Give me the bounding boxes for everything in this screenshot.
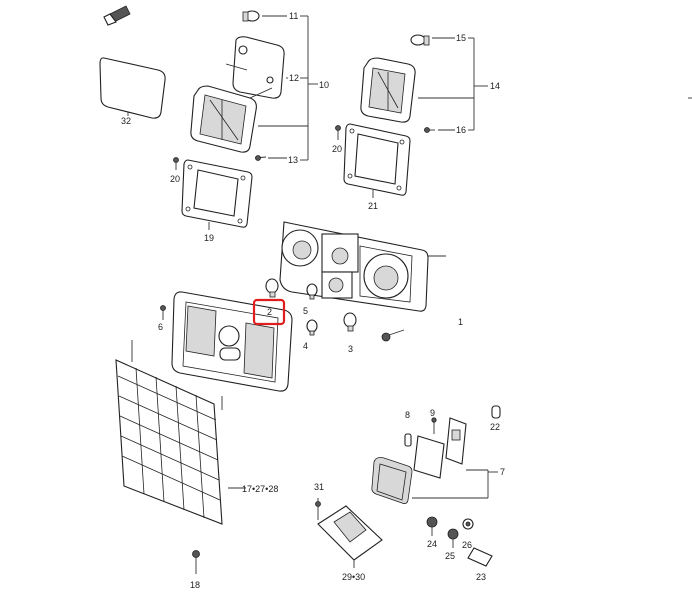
part-15-bulb [410, 34, 430, 46]
label-1: 1 [458, 317, 463, 327]
part-26-nut [462, 518, 474, 530]
label-20-right: 20 [332, 144, 342, 154]
label-18: 18 [190, 580, 200, 590]
label-23: 23 [476, 572, 486, 582]
callout-10-bracket [258, 15, 318, 161]
label-8: 8 [405, 410, 410, 420]
part-20-screw-right [335, 125, 341, 140]
label-20-left: 20 [170, 174, 180, 184]
part-14-lamp-assembly [360, 57, 416, 123]
part-4-bulb [306, 319, 318, 336]
part-20-screw-left [173, 157, 179, 170]
label-4: 4 [303, 341, 308, 351]
label-25: 25 [445, 551, 455, 561]
part-18-bolt [192, 550, 200, 574]
part-24-bolt [426, 516, 438, 536]
part-25-bolt [447, 528, 459, 548]
part-8-bulb [404, 433, 412, 447]
label-12: 12 [289, 73, 299, 83]
label-15: 15 [456, 33, 466, 43]
part-32-lens [99, 57, 166, 119]
label-22: 22 [490, 422, 500, 432]
highlight-callout-2 [252, 298, 286, 326]
label-31: 31 [314, 482, 324, 492]
label-26: 26 [462, 540, 472, 550]
part-5-bulb [306, 283, 318, 300]
label-6: 6 [158, 322, 163, 332]
label-24: 24 [427, 539, 437, 549]
label-29-30: 29•30 [342, 572, 365, 582]
label-5: 5 [303, 306, 308, 316]
part-7-lamp-assembly [371, 417, 467, 504]
part-31-screw [315, 498, 321, 520]
callout-14-bracket [418, 37, 488, 131]
part-11-bulb [242, 10, 260, 22]
part-21-gasket [343, 123, 411, 198]
label-14: 14 [490, 81, 500, 91]
part-22-bulb [491, 405, 501, 419]
part-2-bulb [265, 278, 279, 298]
part-9-screw [431, 417, 437, 434]
part-13-screw [254, 155, 267, 161]
callout-7-bracket [412, 469, 498, 499]
label-10: 10 [319, 80, 329, 90]
label-21: 21 [368, 201, 378, 211]
part-1-housing [279, 221, 446, 312]
label-19: 19 [204, 233, 214, 243]
label-13: 13 [288, 155, 298, 165]
lamp-front-panel [171, 291, 293, 392]
part-29-bracket [317, 505, 383, 568]
label-2: 2 [267, 307, 272, 317]
label-17-27-28: 17•27•28 [242, 484, 278, 494]
housing-screw [381, 329, 405, 342]
part-16-screw [424, 127, 435, 133]
label-11: 11 [289, 11, 298, 21]
label-7: 7 [500, 467, 505, 477]
label-32: 32 [121, 116, 131, 126]
part-6-screw [160, 305, 166, 320]
callout-labels: 11 12 10 13 15 14 16 32 20 19 20 21 1 2 … [121, 11, 505, 590]
part-3-bulb [343, 312, 357, 332]
part-23-clip [467, 547, 493, 567]
front-arrow-icon [103, 5, 131, 26]
label-16: 16 [456, 125, 466, 135]
part-10-lamp-assembly [190, 85, 257, 153]
part-12-lamp-base [225, 36, 285, 99]
part-19-gasket [181, 159, 253, 230]
label-9: 9 [430, 408, 435, 418]
label-3: 3 [348, 344, 353, 354]
part-17-grille-guard [115, 340, 246, 525]
